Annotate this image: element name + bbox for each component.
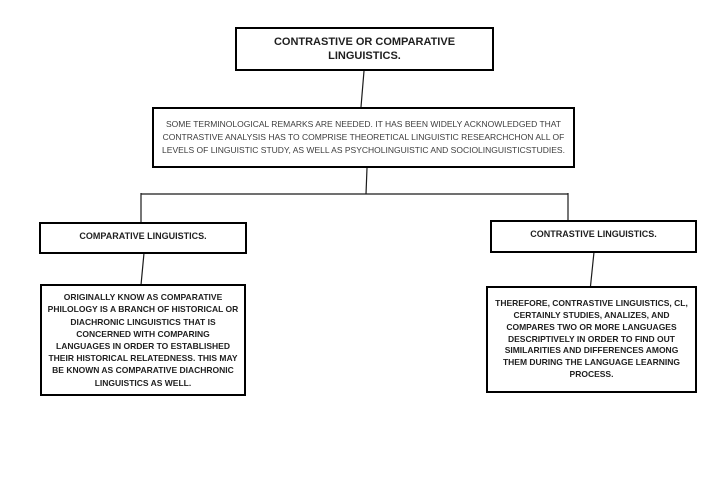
title-box: CONTRASTIVE OR COMPARATIVE LINGUISTICS. bbox=[235, 27, 494, 71]
connector-remarks-junction bbox=[365, 167, 368, 195]
connector-comparative-detail bbox=[140, 252, 145, 286]
connector-title-remarks bbox=[360, 70, 365, 108]
comparative-detail-box: ORIGINALLY KNOW AS COMPARATIVE PHILOLOGY… bbox=[40, 284, 246, 396]
contrastive-detail-box: THEREFORE, CONTRASTIVE LINGUISTICS, CL, … bbox=[486, 286, 697, 393]
remarks-box: SOME TERMINOLOGICAL REMARKS ARE NEEDED. … bbox=[152, 107, 575, 168]
comparative-linguistics-box: COMPARATIVE LINGUISTICS. bbox=[39, 222, 247, 254]
contrastive-linguistics-box: CONTRASTIVE LINGUISTICS. bbox=[490, 220, 697, 253]
